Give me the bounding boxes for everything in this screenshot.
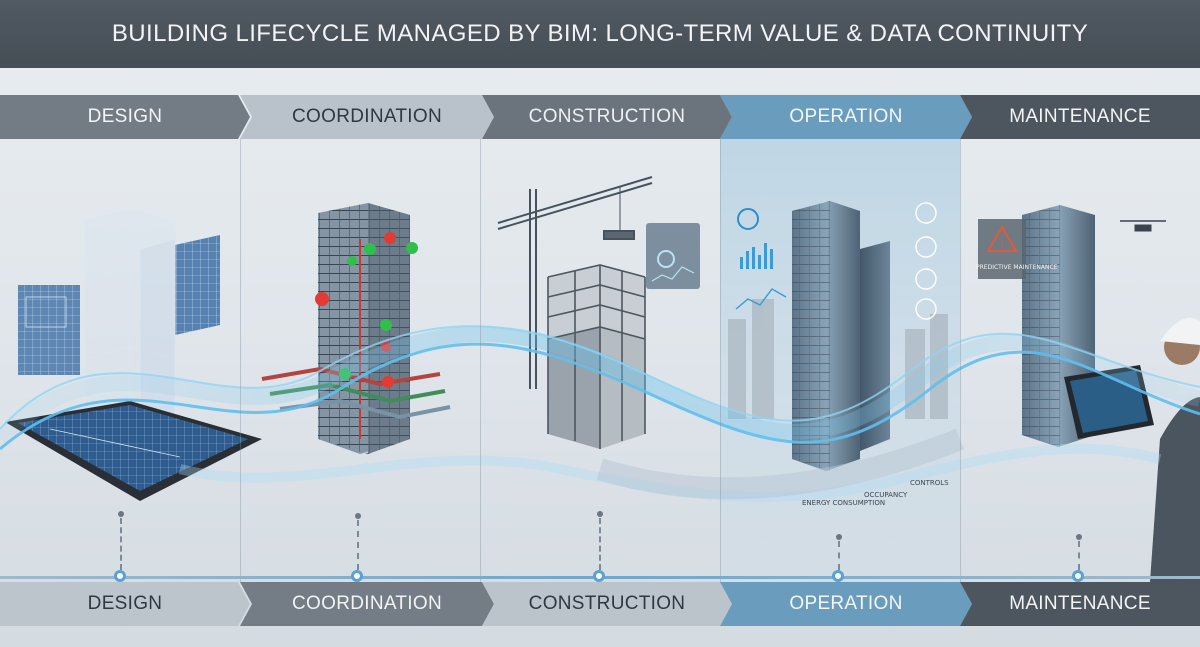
phase-bottom-operation[interactable]: OPERATION (720, 582, 972, 626)
connector-line (1078, 541, 1080, 570)
phase-top-maintenance-label: MAINTENANCE (1009, 106, 1151, 127)
phase-top-operation-label: OPERATION (789, 106, 903, 127)
milestone-coordination[interactable] (351, 570, 363, 582)
phase-bottom-maintenance-label: MAINTENANCE (1009, 593, 1151, 614)
milestone-construction[interactable] (593, 570, 605, 582)
dashboard-icon (735, 208, 787, 310)
tower-crane-icon (497, 176, 653, 389)
column-divider (720, 139, 721, 582)
phase-top-maintenance[interactable]: MAINTENANCE (960, 95, 1200, 139)
phase-top-coordination-label: COORDINATION (292, 106, 442, 127)
construction-scene (497, 176, 700, 449)
phase-bottom-design-label: DESIGN (87, 593, 163, 614)
phase-bottom-maintenance[interactable]: MAINTENANCE (960, 582, 1200, 626)
lifecycle-illustration: ! ENERGY CONSUM (0, 139, 1200, 582)
connector-dot (836, 534, 842, 540)
connector-dot (1076, 534, 1082, 540)
design-scene (5, 208, 262, 501)
maintenance-scene: ! (978, 205, 1200, 582)
phase-bottom-construction[interactable]: CONSTRUCTION (482, 582, 732, 626)
phase-bottom-design[interactable]: DESIGN (0, 582, 250, 626)
phase-top-design-label: DESIGN (87, 106, 163, 127)
sensor-icons-column (915, 202, 937, 320)
blueprint-panel-right (175, 235, 220, 335)
milestone-maintenance[interactable] (1072, 570, 1084, 582)
connector-dot (355, 513, 361, 519)
tablet-blueprint-icon (5, 401, 262, 501)
connector-dot (118, 511, 124, 517)
column-divider (480, 139, 481, 582)
callout-predictive-maintenance: PREDICTIVE MAINTENANCE (976, 264, 1058, 271)
blueprint-panel-left (18, 285, 80, 375)
phase-top-coordination[interactable]: COORDINATION (240, 95, 494, 139)
phase-bottom-coordination-label: COORDINATION (292, 593, 442, 614)
callout-energy-consumption: ENERGY CONSUMPTION (802, 499, 885, 507)
data-continuity-stream (0, 325, 1200, 503)
connector-line (120, 518, 122, 570)
phase-top-construction-label: CONSTRUCTION (528, 106, 686, 127)
coordination-scene (261, 203, 451, 454)
construction-dashboard-panel (646, 223, 700, 289)
lifecycle-scene: ! ENERGY CONSUM (0, 139, 1200, 582)
connector-dot (597, 511, 603, 517)
column-divider (240, 139, 241, 582)
milestone-operation[interactable] (832, 570, 844, 582)
warning-icon: ! (978, 219, 1026, 279)
phase-bar-top: DESIGN COORDINATION CONSTRUCTION OPERATI… (0, 95, 1200, 139)
phase-bottom-operation-label: OPERATION (789, 593, 903, 614)
connector-line (838, 541, 840, 570)
phase-bottom-coordination[interactable]: COORDINATION (240, 582, 494, 626)
phase-top-design[interactable]: DESIGN (0, 95, 250, 139)
phase-top-operation[interactable]: OPERATION (720, 95, 972, 139)
milestone-design[interactable] (114, 570, 126, 582)
svg-text:!: ! (1000, 239, 1003, 251)
phase-top-construction[interactable]: CONSTRUCTION (482, 95, 732, 139)
connector-line (357, 520, 359, 570)
connector-line (599, 518, 601, 570)
phase-bar-bottom: DESIGN COORDINATION CONSTRUCTION OPERATI… (0, 582, 1200, 626)
drone-icon (1120, 220, 1166, 232)
stream-callouts: ENERGY CONSUMPTION OCCUPANCY CONTROLS PR… (802, 264, 1058, 507)
column-divider (960, 139, 961, 582)
title-bar: BUILDING LIFECYCLE MANAGED BY BIM: LONG-… (0, 0, 1200, 68)
page-title: BUILDING LIFECYCLE MANAGED BY BIM: LONG-… (111, 20, 1089, 47)
phase-bottom-construction-label: CONSTRUCTION (528, 593, 686, 614)
callout-occupancy: OCCUPANCY (864, 491, 908, 499)
callout-controls: CONTROLS (910, 479, 949, 487)
